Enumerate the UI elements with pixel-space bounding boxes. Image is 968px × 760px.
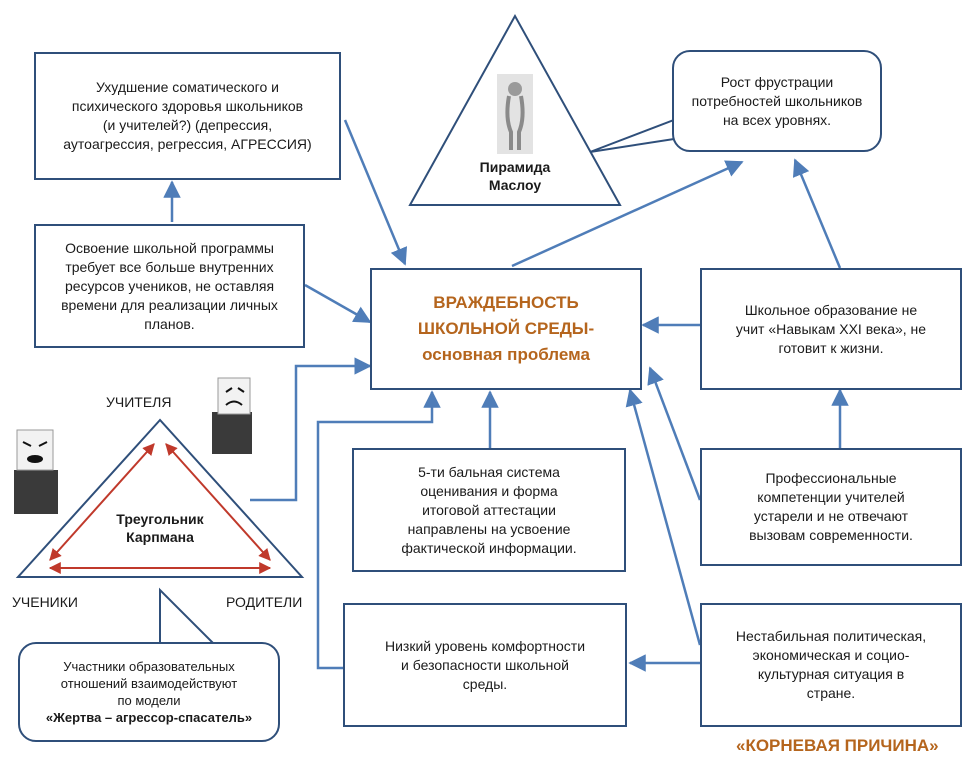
sad-person-icon — [497, 74, 533, 154]
arrow-teachers-to-central — [647, 366, 702, 501]
karpman-arrow-left — [49, 443, 155, 561]
arrow-central-to-frustration — [511, 160, 744, 268]
skills-box: Школьное образование не учит «Навыкам XX… — [700, 268, 962, 390]
arrow-comfort-to-central — [316, 390, 441, 670]
sad-mask-person-icon — [212, 377, 252, 454]
participants-text: Участники образовательных отношений взаи… — [60, 659, 238, 708]
arrow-health-to-central — [343, 119, 408, 266]
health-box: Ухудшение соматического и психического з… — [34, 52, 341, 180]
label-students: УЧЕНИКИ — [12, 594, 78, 610]
arrow-skills-to-frustration — [792, 158, 842, 269]
karpman-triangle — [15, 418, 305, 578]
arrow-political-to-central — [625, 388, 702, 646]
arrow-karpman-to-central — [250, 357, 372, 502]
comfort-box: Низкий уровень комфортности и безопаснос… — [343, 603, 627, 727]
angry-mask-person-icon — [14, 429, 58, 514]
program-box: Освоение школьной программы требует все … — [34, 224, 305, 348]
arrow-program-to-central — [304, 283, 372, 324]
root-cause-label: «КОРНЕВАЯ ПРИЧИНА» — [736, 736, 939, 755]
label-teachers: УЧИТЕЛЯ — [106, 394, 172, 410]
participants-model: «Жертва – агрессор-спасатель» — [45, 710, 253, 725]
frustration-box: Рост фрустрации потребностей школьников … — [672, 50, 882, 152]
central-problem-box: ВРАЖДЕБНОСТЬ ШКОЛЬНОЙ СРЕДЫ- основная пр… — [370, 268, 642, 390]
political-box: Нестабильная политическая, экономическая… — [700, 603, 962, 727]
maslow-title: Пирамида Маслоу — [479, 159, 551, 193]
teachers-box: Профессиональные компетенции учителей ус… — [700, 448, 962, 566]
karpman-title: Треугольник Карпмана — [116, 511, 204, 545]
participants-box: Участники образовательных отношений взаи… — [18, 642, 280, 742]
karpman-arrow-right — [165, 443, 271, 561]
grading-box: 5-ти бальная система оценивания и форма … — [352, 448, 626, 572]
label-parents: РОДИТЕЛИ — [226, 594, 303, 610]
participants-bubble-tail — [159, 587, 216, 646]
